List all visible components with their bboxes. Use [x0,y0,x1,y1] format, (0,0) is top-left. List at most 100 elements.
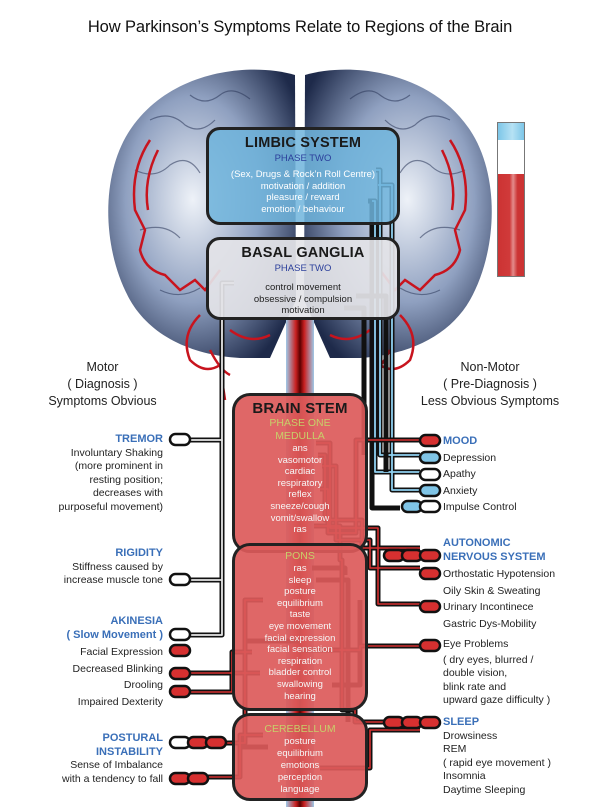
cerebellum-item: posture [284,736,316,747]
node-impulse-2 [418,499,442,514]
pons-item: equilibrium [277,597,323,609]
pons-item: taste [289,609,311,621]
sleep-title: SLEEP [443,716,480,728]
medulla-item: reflex [288,489,312,501]
node-facial-expression [168,643,192,658]
sleep-section: SLEEP Drowsiness REM ( rapid eye movemen… [443,716,551,797]
nonmotor-heading-line: Less Obvious Symptoms [420,394,560,408]
pons-item: facial expression [264,632,336,644]
tremor-line: (more prominent in [74,460,163,472]
cerebellum-item: perception [277,772,323,783]
medulla-item: vasomotor [277,454,323,466]
akinesia-item: Drooling [123,679,163,691]
node-balance-2 [186,771,210,786]
page-title: How Parkinson’s Symptoms Relate to Regio… [87,18,513,36]
medulla-item: ras [293,524,307,536]
nonmotor-heading: Non-Motor ( Pre-Diagnosis ) Less Obvious… [400,359,580,410]
pons-item: ras [293,563,307,574]
tremor-title: TREMOR [115,433,163,445]
node-rigidity [168,572,192,587]
pons-item: bladder control [268,667,332,679]
stem-phase: PHASE ONE [269,417,331,429]
node-mood [418,433,442,448]
postural-line: Sense of Imbalance [70,759,163,771]
motor-heading-line: Motor [86,360,119,374]
basal-title: BASAL GANGLIA [241,245,365,261]
eye-section: Eye Problems ( dry eyes, blurred / doubl… [443,638,550,708]
limbic-item: emotion / behaviour [261,203,345,215]
limbic-system-box: LIMBIC SYSTEM PHASE TWO (Sex, Drugs & Ro… [206,127,400,225]
node-tremor [168,432,192,447]
mood-section: MOOD Depression Apathy Anxiety Impulse C… [443,433,517,516]
akinesia-subtitle: ( Slow Movement ) [66,629,163,641]
motor-heading-line: Symptoms Obvious [48,394,157,408]
eye-line: blink rate and [443,680,507,693]
pons-item: posture [284,586,316,598]
rigidity-line: increase muscle tone [63,574,163,586]
autonomic-title: NERVOUS SYSTEM [443,551,546,563]
limbic-phase: PHASE TWO [274,153,332,164]
basal-item: motivation [281,305,325,316]
eye-line: ( dry eyes, blurred / [443,653,534,666]
motor-heading: Motor ( Diagnosis ) Symptoms Obvious [20,359,185,410]
cerebellum-item: equilibrium [277,748,323,759]
autonomic-item: Gastric Dys-Mobility [443,617,537,630]
pons-item: eye movement [268,620,332,632]
node-urinary [418,599,442,614]
tremor-line: decreases with [92,487,163,499]
postural-section: POSTURAL INSTABILITY Sense of Imbalance … [62,732,163,786]
tremor-section: TREMOR Involuntary Shaking (more promine… [59,433,163,514]
mood-item: Anxiety [443,484,478,497]
tube-blue-fill [498,123,524,140]
tremor-line: resting position; [89,473,163,486]
postural-title: POSTURAL [102,732,164,744]
brain-stem-box: BRAIN STEM PHASE ONE MEDULLA ans vasomot… [232,393,368,553]
progress-tube [497,122,525,277]
node-postural-3 [204,735,228,750]
autonomic-title: AUTONOMIC [443,537,511,549]
mood-item: Impulse Control [443,501,517,513]
sleep-item: Insomnia [443,770,486,782]
sleep-item: Drowsiness [443,729,498,742]
medulla-item: ans [292,443,308,454]
autonomic-item: Urinary Incontinece [443,601,534,613]
basal-item: control movement [265,282,341,293]
pons-label: PONS [285,550,315,562]
pons-item: facial sensation [267,644,333,656]
nonmotor-heading-line: ( Pre-Diagnosis ) [443,377,537,391]
cerebellum-label: CEREBELLUM [264,723,336,735]
node-orthostatic [418,566,442,581]
basal-item: obsessive / compulsion [253,293,353,305]
node-sleep-3 [418,715,442,730]
pons-item: sleep [288,574,312,586]
node-drooling [168,666,192,681]
pons-item: hearing [284,690,316,702]
eye-line: upward gaze difficulty ) [443,694,551,706]
node-apathy [418,467,442,482]
eye-line: Eye Problems [443,638,509,650]
sleep-item: ( rapid eye movement ) [443,756,551,769]
node-anxiety [418,483,442,498]
stem-title: BRAIN STEM [252,400,348,417]
postural-line: with a tendency to fall [62,772,163,785]
medulla-item: respiratory [277,477,323,489]
node-dexterity [168,684,192,699]
postural-title: INSTABILITY [95,745,163,758]
mood-item: Apathy [443,468,476,480]
medulla-item: vomit/swallow [270,512,330,524]
cerebellum-item: emotions [280,760,320,771]
limbic-title: LIMBIC SYSTEM [244,135,362,151]
limbic-item: pleasure / reward [266,192,340,203]
node-akinesia [168,627,192,642]
akinesia-section: AKINESIA ( Slow Movement ) Facial Expres… [66,614,163,710]
sleep-item: REM [443,743,467,755]
pons-item: swallowing [277,678,323,690]
tremor-line: Involuntary Shaking [70,446,163,459]
mood-item: Depression [443,451,497,464]
tremor-line: purposeful movement) [58,500,163,513]
medulla-item: sneeze/cough [270,500,330,512]
rigidity-line: Stiffness caused by [72,560,163,573]
basal-phase: PHASE TWO [274,263,332,274]
medulla-label: MEDULLA [275,430,325,442]
tube-red-fill [498,173,524,276]
